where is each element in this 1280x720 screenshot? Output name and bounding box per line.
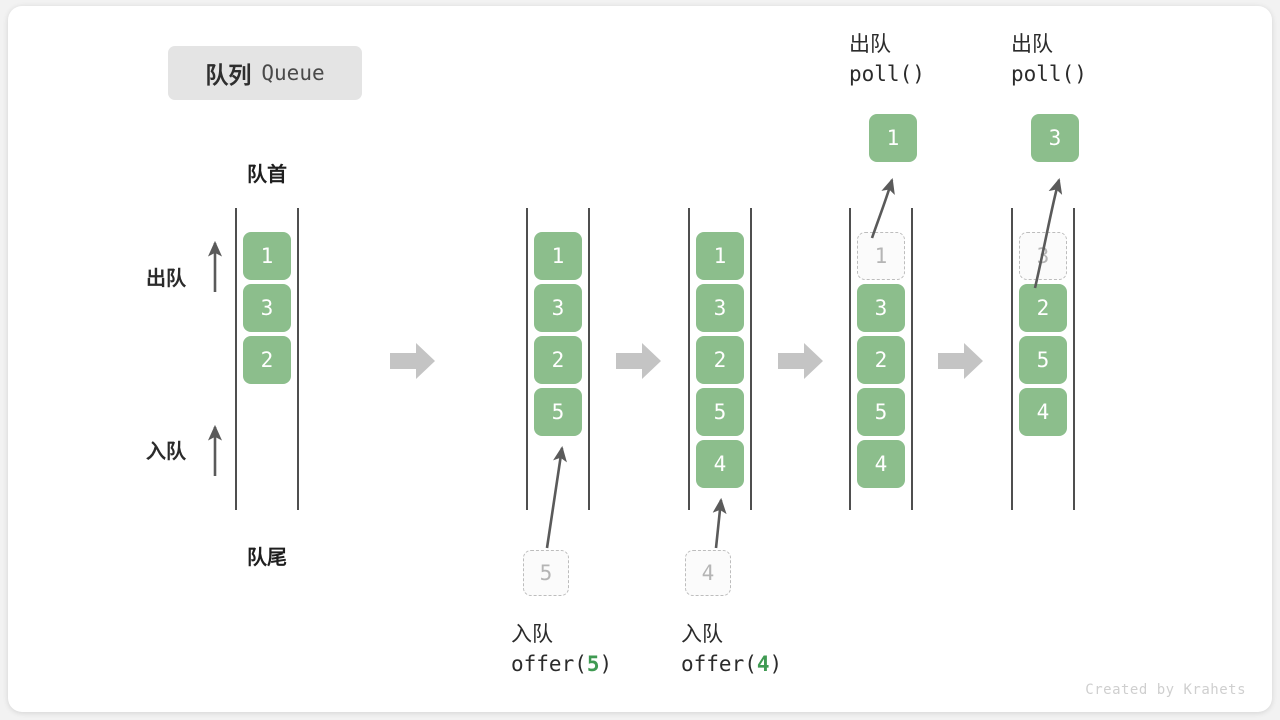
incoming-value-box: 4 bbox=[685, 550, 731, 596]
queue-rail-right bbox=[588, 208, 590, 510]
caption-method-call: offer(5) bbox=[511, 651, 613, 676]
watermark: Created by Krahets bbox=[1085, 682, 1246, 698]
queue-cell: 3 bbox=[1019, 232, 1067, 280]
queue-cell: 4 bbox=[1019, 388, 1067, 436]
stage-caption-after-offer-5: 入队 offer(5) bbox=[511, 620, 612, 680]
queue-cell: 2 bbox=[696, 336, 744, 384]
queue-rail-right bbox=[1073, 208, 1075, 510]
queue-cell: 1 bbox=[534, 232, 582, 280]
queue-rail-left bbox=[235, 208, 237, 510]
stage-caption-after-poll-3: 出队 poll() bbox=[1011, 30, 1087, 90]
outgoing-value-box: 1 bbox=[869, 114, 917, 162]
queue-cell: 1 bbox=[243, 232, 291, 280]
stage-transition-arrow bbox=[390, 340, 436, 382]
caption-operation-label: 出队 bbox=[1011, 32, 1053, 56]
title-english: Queue bbox=[261, 61, 325, 85]
outgoing-value-box: 3 bbox=[1031, 114, 1079, 162]
queue-cell: 2 bbox=[1019, 284, 1067, 332]
caption-method-call: offer(4) bbox=[681, 651, 783, 676]
caption-method-call: poll() bbox=[1011, 61, 1087, 86]
caption-method-argument: 4 bbox=[756, 651, 770, 676]
stage-caption-after-poll-1: 出队 poll() bbox=[849, 30, 925, 90]
queue-cell: 2 bbox=[534, 336, 582, 384]
queue-cell: 5 bbox=[1019, 336, 1067, 384]
stage-transition-arrow bbox=[616, 340, 662, 382]
queue-rail-left bbox=[526, 208, 528, 510]
queue-cell: 3 bbox=[857, 284, 905, 332]
stage-transition-arrow bbox=[938, 340, 984, 382]
queue-cell: 5 bbox=[534, 388, 582, 436]
queue-cell: 5 bbox=[857, 388, 905, 436]
queue-cell: 1 bbox=[696, 232, 744, 280]
queue-rail-left bbox=[849, 208, 851, 510]
queue-rail-left bbox=[688, 208, 690, 510]
queue-cell: 2 bbox=[243, 336, 291, 384]
stage-transition-arrow bbox=[778, 340, 824, 382]
queue-cell: 4 bbox=[857, 440, 905, 488]
stage-caption-after-offer-4: 入队 offer(4) bbox=[681, 620, 782, 680]
incoming-value-box: 5 bbox=[523, 550, 569, 596]
queue-rail-left bbox=[1011, 208, 1013, 510]
queue-head-label: 队首 bbox=[247, 162, 287, 186]
caption-method-call: poll() bbox=[849, 61, 925, 86]
caption-operation-label: 入队 bbox=[511, 622, 553, 646]
queue-cell: 4 bbox=[696, 440, 744, 488]
queue-rail-right bbox=[297, 208, 299, 510]
queue-rail-right bbox=[911, 208, 913, 510]
queue-cell: 3 bbox=[534, 284, 582, 332]
enqueue-direction-label: 入队 bbox=[146, 439, 186, 463]
queue-cell: 1 bbox=[857, 232, 905, 280]
title-chinese: 队列 bbox=[205, 63, 252, 89]
queue-tail-label: 队尾 bbox=[247, 545, 287, 569]
caption-operation-label: 出队 bbox=[849, 32, 891, 56]
caption-method-argument: 5 bbox=[586, 651, 600, 676]
queue-cell: 3 bbox=[696, 284, 744, 332]
queue-cell: 3 bbox=[243, 284, 291, 332]
queue-cell: 5 bbox=[696, 388, 744, 436]
diagram-title-badge: 队列 Queue bbox=[168, 46, 362, 100]
queue-rail-right bbox=[750, 208, 752, 510]
queue-cell: 2 bbox=[857, 336, 905, 384]
dequeue-direction-label: 出队 bbox=[146, 266, 186, 290]
caption-operation-label: 入队 bbox=[681, 622, 723, 646]
